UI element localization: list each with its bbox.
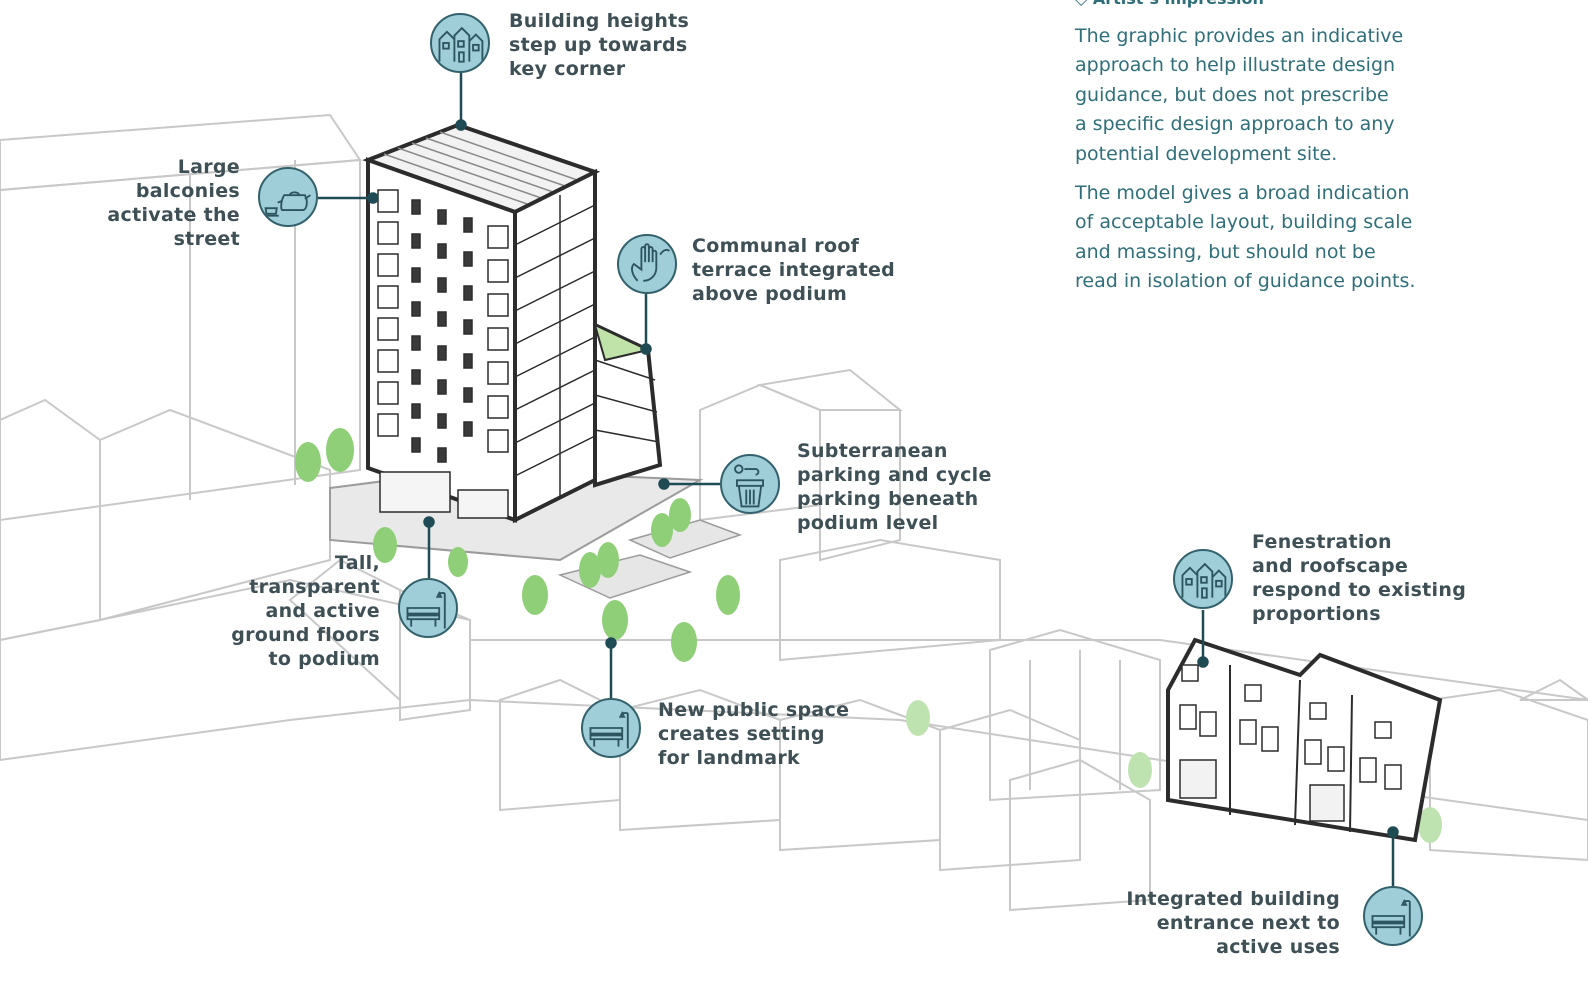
artist-impression-note: ◇ Artist’s impression The graphic provid… bbox=[1075, 0, 1475, 307]
callout-line: podium level bbox=[797, 512, 939, 534]
callout-line: and roofscape bbox=[1252, 555, 1409, 577]
callout-line: creates setting bbox=[658, 723, 825, 745]
note-line: guidance, but does not prescribe bbox=[1075, 83, 1389, 106]
callout-balconies: Large balconies activate the street bbox=[107, 155, 240, 251]
callout-line: parking beneath bbox=[797, 488, 979, 510]
callout-line: respond to existing bbox=[1252, 579, 1467, 601]
note-line: of acceptable layout, building scale bbox=[1075, 211, 1413, 234]
callout-line: Communal roof bbox=[692, 235, 860, 257]
hand-plant-icon bbox=[617, 234, 677, 294]
callout-line: proportions bbox=[1252, 603, 1381, 625]
note-line: a specific design approach to any bbox=[1075, 113, 1395, 136]
note-heading: ◇ Artist’s impression bbox=[1075, 0, 1475, 10]
terraced-houses-icon bbox=[430, 13, 490, 73]
callout-line: activate the bbox=[107, 204, 240, 226]
callout-line: above podium bbox=[692, 283, 848, 305]
note-line: approach to help illustrate design bbox=[1075, 54, 1396, 77]
note-line: The model gives a broad indication bbox=[1075, 182, 1410, 205]
callout-ground-floors: Tall, transparent and active ground floo… bbox=[231, 551, 380, 671]
callout-public-space: New public space creates setting for lan… bbox=[658, 698, 849, 770]
callout-line: parking and cycle bbox=[797, 464, 992, 486]
callout-line: Subterranean bbox=[797, 440, 948, 462]
callout-line: Large bbox=[177, 156, 240, 178]
terrace-block bbox=[1166, 637, 1443, 843]
callout-line: Building heights bbox=[509, 10, 690, 32]
bin-cycle-icon bbox=[720, 454, 780, 514]
callout-line: and active bbox=[265, 600, 380, 622]
callout-line: to podium bbox=[268, 648, 380, 670]
callout-line: transparent bbox=[249, 576, 380, 598]
callout-line: for landmark bbox=[658, 747, 800, 769]
callout-line: key corner bbox=[509, 58, 626, 80]
callout-line: Fenestration bbox=[1252, 531, 1392, 553]
note-line: potential development site. bbox=[1075, 142, 1338, 165]
callout-parking: Subterranean parking and cycle parking b… bbox=[797, 439, 992, 535]
callout-building-heights: Building heights step up towards key cor… bbox=[509, 9, 689, 81]
note-line: read in isolation of guidance points. bbox=[1075, 270, 1416, 293]
note-line: and massing, but should not be bbox=[1075, 240, 1376, 263]
callout-line: terrace integrated bbox=[692, 259, 896, 281]
tower-windows bbox=[377, 189, 660, 519]
note-paragraph-1: The graphic provides an indicative appro… bbox=[1075, 22, 1475, 169]
bench-lamp-icon bbox=[398, 578, 458, 638]
tower bbox=[362, 122, 663, 524]
callout-line: balconies bbox=[135, 180, 240, 202]
bench-lamp-icon bbox=[581, 698, 641, 758]
callout-line: Integrated building bbox=[1126, 888, 1340, 910]
callout-line: active uses bbox=[1216, 936, 1340, 958]
callout-line: ground floors bbox=[231, 624, 380, 646]
callout-line: step up towards bbox=[509, 34, 688, 56]
bench-lamp-icon bbox=[1363, 886, 1423, 946]
teapot-cup-icon bbox=[258, 167, 318, 227]
trees bbox=[295, 428, 1442, 843]
callout-line: street bbox=[173, 228, 240, 250]
callout-entrance: Integrated building entrance next to act… bbox=[1126, 887, 1340, 959]
note-line: The graphic provides an indicative bbox=[1075, 25, 1404, 47]
callout-line: entrance next to bbox=[1156, 912, 1340, 934]
leader-lines bbox=[318, 72, 1399, 886]
callout-line: New public space bbox=[658, 699, 850, 721]
callout-line: Tall, bbox=[334, 552, 380, 574]
callout-fenestration: Fenestration and roofscape respond to ex… bbox=[1252, 530, 1466, 626]
note-paragraph-2: The model gives a broad indication of ac… bbox=[1075, 179, 1475, 297]
terraced-houses-icon bbox=[1173, 549, 1233, 609]
callout-roof-terrace: Communal roof terrace integrated above p… bbox=[692, 234, 895, 306]
